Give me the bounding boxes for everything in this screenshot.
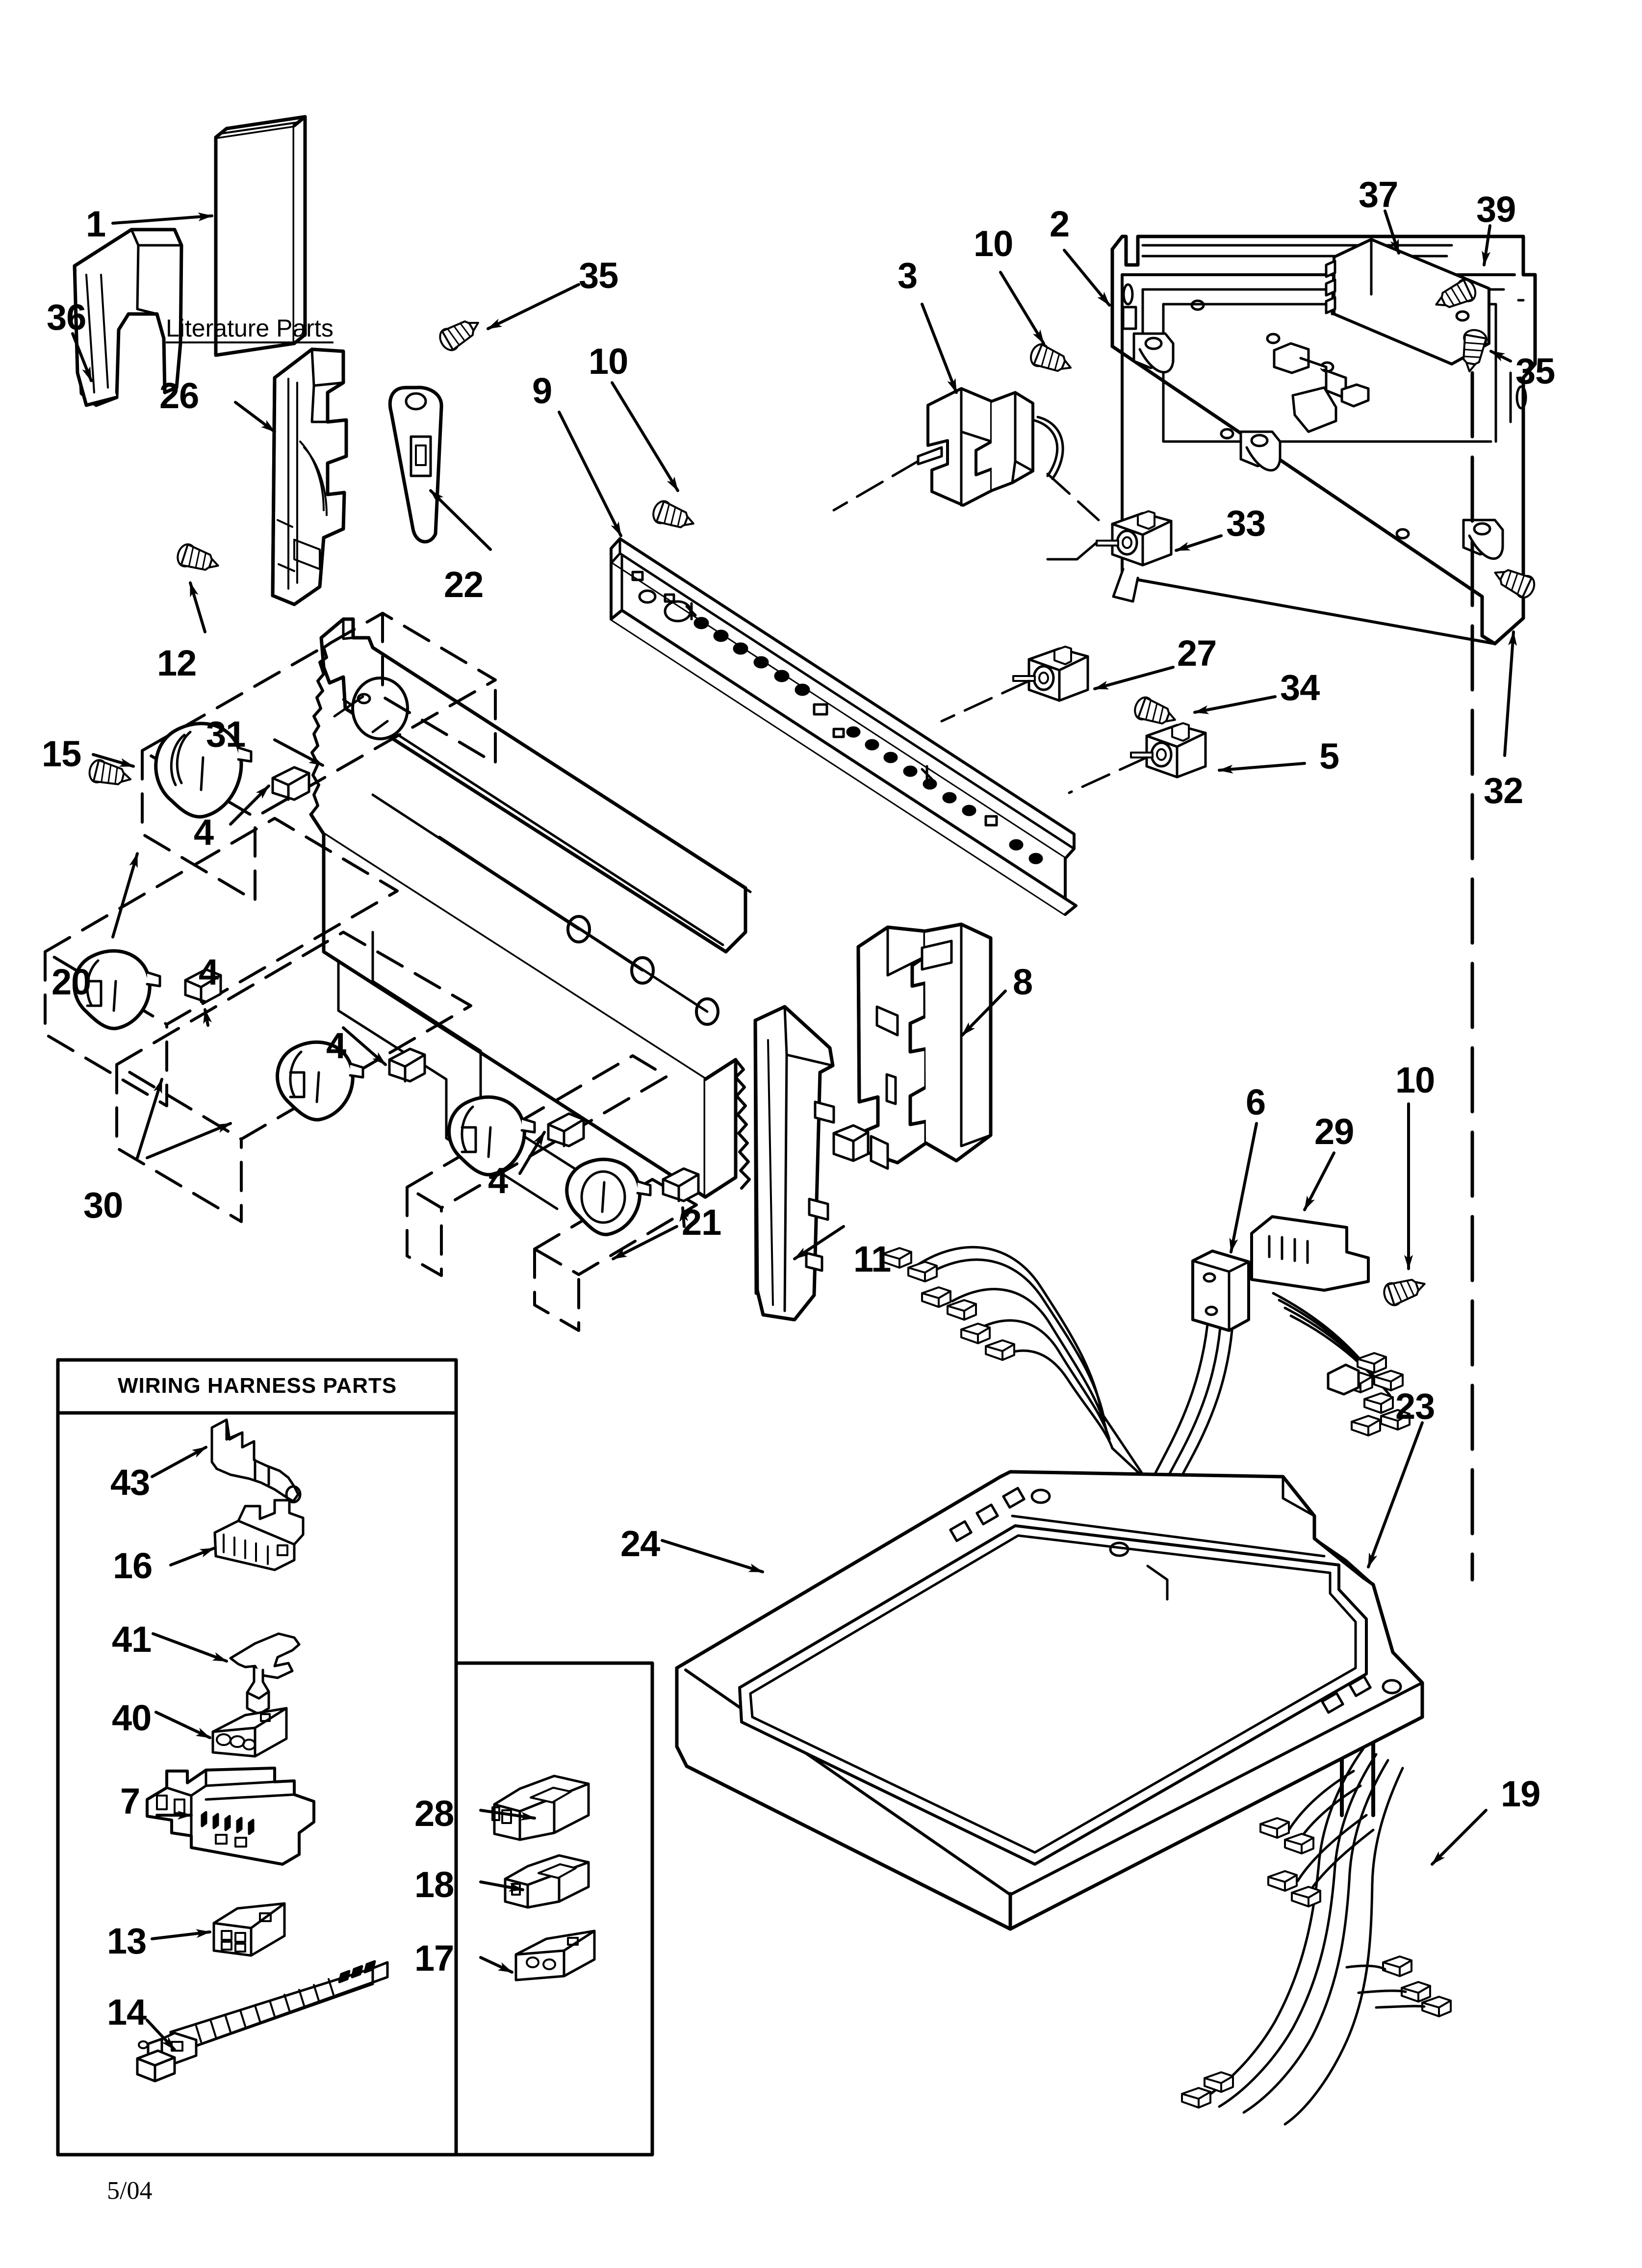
callout-39: 39: [1476, 189, 1516, 230]
part-screw-12: [175, 542, 222, 576]
part-wire-harness-19: [1182, 1747, 1451, 2126]
part-knob-clip-4d: [547, 1112, 585, 1147]
group-30-dashed: [44, 817, 472, 1223]
group-20-dashed: [141, 612, 497, 902]
part-console-rail: [610, 537, 1078, 916]
callout-31: 31: [206, 714, 246, 755]
part-terminal-pin-43: [210, 1418, 302, 1504]
part-connector-receptacle-17: [514, 1929, 596, 1981]
part-connector-6pin-13: [212, 1902, 286, 1957]
wire-harness-upper-left: [883, 1246, 1155, 1488]
part-cable-tie-14: [136, 1960, 389, 2083]
callout-1: 1: [86, 204, 106, 244]
callout-15: 15: [42, 733, 81, 774]
callout-40: 40: [112, 1697, 152, 1738]
part-screw-34: [1132, 695, 1179, 730]
callout-34: 34: [1280, 667, 1320, 708]
callout-35-b: 35: [1515, 351, 1555, 391]
callout-11: 11: [853, 1239, 891, 1279]
part-connector-small-18: [504, 1854, 590, 1909]
callout-33: 33: [1226, 503, 1266, 544]
wiring-harness-box-title: WIRING HARNESS PARTS: [118, 1374, 397, 1398]
callout-24: 24: [620, 1523, 660, 1564]
part-knob-clip-4b: [184, 968, 222, 1003]
callout-4-a: 4: [194, 812, 214, 853]
part-access-cover: [1325, 238, 1490, 365]
part-screw-10a: [650, 499, 697, 534]
callout-20: 20: [51, 962, 91, 1002]
part-literature-manual: [214, 115, 307, 357]
callout-21: 21: [682, 1202, 721, 1243]
part-screw-10c: [1382, 1273, 1428, 1307]
part-top-panel-frame: [675, 1470, 1424, 1931]
callout-10-a: 10: [589, 341, 628, 382]
callout-10-c: 10: [1395, 1060, 1435, 1100]
part-timer: [917, 387, 1064, 507]
callout-18: 18: [414, 1864, 454, 1905]
part-connector-3pin-40: [211, 1707, 288, 1758]
part-circuit-board-29: [1250, 1215, 1370, 1292]
callout-4-d: 4: [488, 1160, 508, 1201]
part-console-end-cap-right: [832, 922, 993, 1170]
part-wire-clip-23: [1327, 1363, 1360, 1396]
part-switch-5: [1131, 723, 1206, 777]
part-knob-21a: [447, 1095, 536, 1176]
part-knob-20: [154, 722, 253, 819]
part-wire-retainer-41: [229, 1632, 301, 1716]
callout-14: 14: [107, 1992, 147, 2033]
callout-30: 30: [83, 1185, 123, 1225]
callout-27: 27: [1177, 633, 1217, 674]
callout-5: 5: [1319, 736, 1339, 777]
part-link-lever: [388, 386, 443, 544]
part-switch-27: [1013, 647, 1088, 701]
part-knob-21b: [565, 1157, 652, 1236]
callout-12: 12: [157, 643, 197, 683]
part-screw-35a: [436, 313, 484, 353]
callout-4-c: 4: [326, 1025, 346, 1066]
callout-32: 32: [1484, 770, 1523, 811]
part-knob-clip-4c: [388, 1047, 426, 1083]
callout-17: 17: [414, 1938, 454, 1979]
callout-6: 6: [1246, 1082, 1266, 1122]
callout-22: 22: [444, 564, 484, 605]
part-trim-strip: [753, 1005, 835, 1322]
part-rotary-switch-33: [1097, 511, 1171, 565]
part-console-support-bracket: [271, 347, 348, 606]
callout-36: 36: [47, 297, 86, 338]
literature-parts-label: Literature Parts: [166, 314, 334, 342]
callout-43: 43: [110, 1462, 150, 1503]
part-connector-housing-16: [213, 1499, 305, 1571]
wiring-harness-box: [56, 1358, 654, 2157]
part-console-end-cap-left: [73, 228, 183, 407]
callout-29: 29: [1314, 1111, 1354, 1152]
wire-harness-right: [1272, 1292, 1410, 1435]
callout-16: 16: [113, 1545, 153, 1586]
callout-13: 13: [107, 1921, 147, 1961]
callout-7: 7: [120, 1781, 140, 1822]
callout-19: 19: [1501, 1773, 1540, 1814]
part-knob-30a: [73, 949, 161, 1030]
callout-35-a: 35: [579, 255, 618, 296]
callout-26: 26: [159, 375, 199, 416]
callout-41: 41: [112, 1619, 152, 1660]
part-knob-clip-4a: [271, 766, 310, 801]
callout-10-b: 10: [974, 223, 1013, 264]
callout-3: 3: [898, 255, 918, 296]
part-knob-30b: [276, 1040, 364, 1121]
part-connector-2pin-28: [491, 1774, 590, 1841]
callout-4-b: 4: [199, 952, 219, 992]
callout-28: 28: [414, 1793, 454, 1834]
callout-37: 37: [1359, 174, 1398, 215]
date-stamp: 5/04: [107, 2177, 153, 2205]
part-terminal-block: [1191, 1250, 1250, 1332]
callout-9: 9: [532, 370, 552, 411]
callout-8: 8: [1013, 962, 1033, 1002]
part-main-connector-7: [146, 1767, 315, 1866]
callout-2: 2: [1050, 204, 1070, 244]
callout-23: 23: [1395, 1386, 1435, 1427]
part-knob-clip-4e: [662, 1167, 700, 1202]
part-screw-10b: [1028, 341, 1075, 378]
part-console-housing: [309, 617, 752, 1210]
